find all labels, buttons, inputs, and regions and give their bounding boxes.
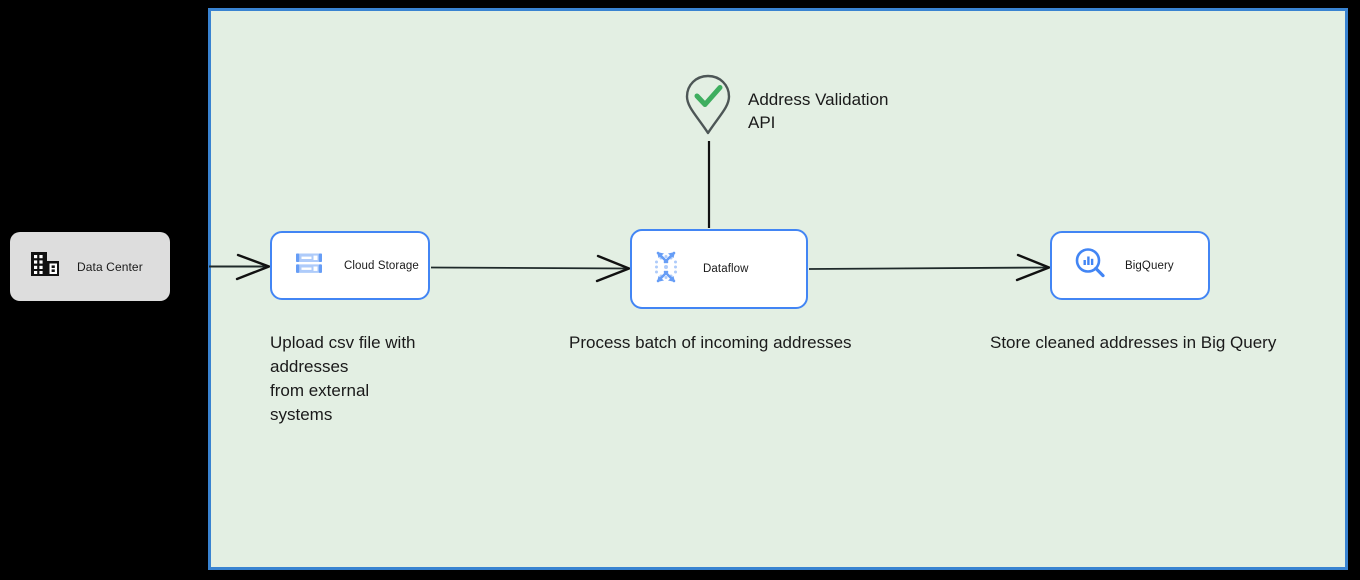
node-cloud-storage-label: Cloud Storage	[344, 259, 419, 272]
address-validation-api-label-line1: Address Validation	[748, 90, 889, 109]
node-dataflow[interactable]: Dataflow	[630, 229, 808, 309]
map-pin-check-icon	[685, 74, 731, 135]
caption-bigquery: Store cleaned addresses in Big Query	[990, 333, 1277, 352]
data-center-icon	[30, 250, 60, 283]
node-cloud-storage[interactable]: Cloud Storage	[270, 231, 430, 300]
address-validation-api-node[interactable]	[684, 74, 732, 136]
caption-cloud-storage-line2: addresses	[270, 357, 349, 376]
address-validation-api-label: Address Validation API	[748, 88, 978, 134]
node-bigquery[interactable]: BigQuery	[1050, 231, 1210, 300]
node-dataflow-label: Dataflow	[703, 263, 749, 275]
caption-cloud-storage-line3: from external	[270, 381, 370, 400]
node-bigquery-label: BigQuery	[1125, 259, 1174, 272]
bigquery-icon	[1074, 247, 1106, 284]
caption-dataflow: Process batch of incoming addresses	[569, 333, 852, 352]
caption-cloud-storage-line1: Upload csv file with	[270, 333, 416, 352]
cloud-storage-icon	[294, 248, 324, 283]
address-validation-api-label-line2: API	[748, 113, 776, 132]
node-data-center-label: Data Center	[77, 259, 143, 274]
caption-cloud-storage-line4: systems	[270, 405, 333, 424]
caption-cloud-storage: Upload csv file with addresses from exte…	[270, 331, 520, 427]
dataflow-icon	[650, 250, 682, 289]
node-data-center[interactable]: Data Center	[10, 232, 170, 301]
